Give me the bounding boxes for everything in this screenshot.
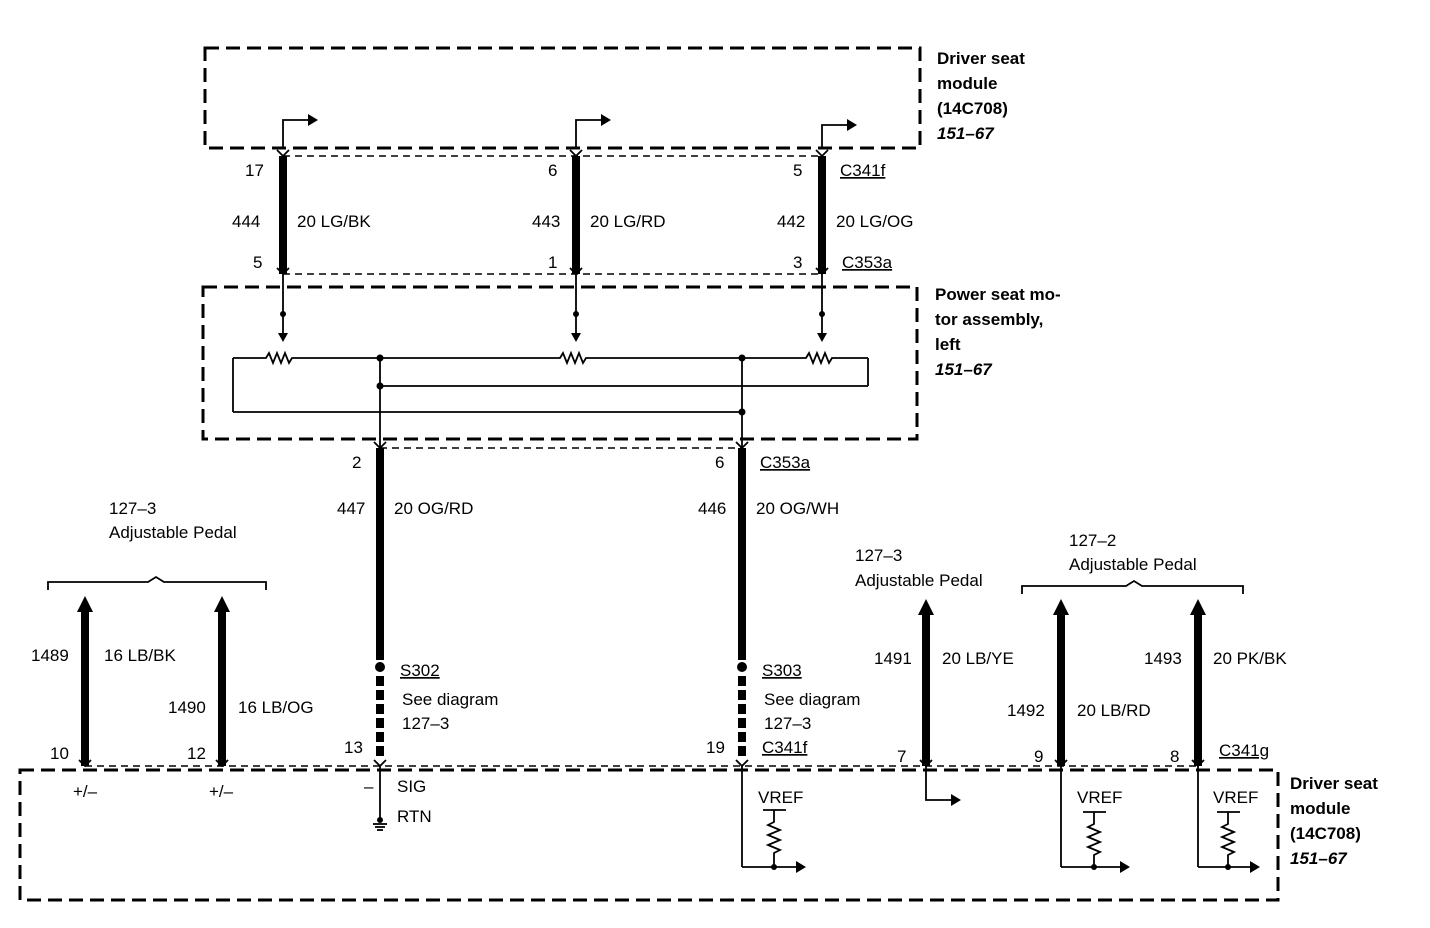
svg-text:1491: 1491 <box>874 649 912 668</box>
svg-text:151–67: 151–67 <box>935 360 993 379</box>
svg-text:See diagram: See diagram <box>764 690 860 709</box>
svg-text:447: 447 <box>337 499 365 518</box>
driver-seat-module-top-box <box>203 46 922 150</box>
svg-text:1489: 1489 <box>31 646 69 665</box>
svg-text:7: 7 <box>897 747 906 766</box>
wire-447: 2 447 20 OG/RD S302 See diagram 127–3 13 <box>337 441 498 831</box>
svg-text:1492: 1492 <box>1007 701 1045 720</box>
svg-text:20 LB/RD: 20 LB/RD <box>1077 701 1151 720</box>
svg-text:446: 446 <box>698 499 726 518</box>
svg-text:Driver seat: Driver seat <box>937 49 1025 68</box>
svg-text:(14C708): (14C708) <box>937 99 1008 118</box>
svg-text:20 LB/YE: 20 LB/YE <box>942 649 1014 668</box>
svg-text:13: 13 <box>344 738 363 757</box>
svg-text:left: left <box>935 335 961 354</box>
svg-text:C341f: C341f <box>840 161 886 180</box>
svg-text:151–67: 151–67 <box>937 124 995 143</box>
svg-text:20 PK/BK: 20 PK/BK <box>1213 649 1287 668</box>
svg-text:+/–: +/– <box>73 782 98 801</box>
wire-1489: 1489 16 LB/BK 10 +/– <box>31 596 176 801</box>
svg-text:6: 6 <box>715 453 724 472</box>
driver-seat-module-bottom-box <box>18 768 1280 902</box>
svg-text:12: 12 <box>187 744 206 763</box>
vref-network-1493: VREF <box>1197 766 1260 873</box>
svg-text:Adjustable Pedal: Adjustable Pedal <box>855 571 983 590</box>
svg-text:5: 5 <box>253 253 262 272</box>
driver-seat-module-top-label: Driver seat module (14C708) 151–67 <box>937 49 1025 143</box>
svg-text:C341f: C341f <box>762 738 808 757</box>
svg-text:1490: 1490 <box>168 698 206 717</box>
svg-text:20 OG/WH: 20 OG/WH <box>756 499 839 518</box>
wire-1492: 1492 20 LB/RD 9 <box>1007 599 1151 768</box>
svg-text:8: 8 <box>1170 747 1179 766</box>
connector-labels: C341f C353a C353a C341f C341g <box>760 161 1269 760</box>
svg-text:127–3: 127–3 <box>855 546 902 565</box>
svg-text:19: 19 <box>706 738 725 757</box>
vref-network-446: VREF <box>741 766 806 873</box>
svg-text:module: module <box>1290 799 1350 818</box>
svg-text:(14C708): (14C708) <box>1290 824 1361 843</box>
svg-text:Driver seat: Driver seat <box>1290 774 1378 793</box>
svg-text:–: – <box>364 777 374 796</box>
svg-text:2: 2 <box>352 453 361 472</box>
svg-text:1493: 1493 <box>1144 649 1182 668</box>
svg-text:See diagram: See diagram <box>402 690 498 709</box>
svg-text:SIG: SIG <box>397 777 426 796</box>
wire-442: 5 442 20 LG/OG 3 <box>777 119 913 342</box>
svg-text:S303: S303 <box>762 661 802 680</box>
svg-text:3: 3 <box>793 253 802 272</box>
svg-text:151–67: 151–67 <box>1290 849 1348 868</box>
svg-text:1: 1 <box>548 253 557 272</box>
svg-text:C353a: C353a <box>760 453 811 472</box>
svg-text:127–3: 127–3 <box>764 714 811 733</box>
svg-text:127–3: 127–3 <box>402 714 449 733</box>
svg-text:tor assembly,: tor assembly, <box>935 310 1043 329</box>
wire-443: 6 443 20 LG/RD 1 <box>532 114 666 342</box>
svg-text:20 LG/OG: 20 LG/OG <box>836 212 913 231</box>
svg-text:5: 5 <box>793 161 802 180</box>
pedal-group-right: 127–2 Adjustable Pedal <box>1021 531 1244 594</box>
svg-text:443: 443 <box>532 212 560 231</box>
pedal-group-middle: 127–3 Adjustable Pedal <box>855 546 983 590</box>
svg-text:20 OG/RD: 20 OG/RD <box>394 499 473 518</box>
svg-text:C341g: C341g <box>1219 741 1269 760</box>
svg-text:16 LB/BK: 16 LB/BK <box>104 646 176 665</box>
svg-text:442: 442 <box>777 212 805 231</box>
svg-text:20 LG/RD: 20 LG/RD <box>590 212 666 231</box>
svg-text:6: 6 <box>548 161 557 180</box>
wire-1493: 1493 20 PK/BK 8 <box>1144 599 1287 768</box>
wire-1491: 1491 20 LB/YE 7 <box>874 599 1014 806</box>
wire-444: 17 444 20 LG/BK 5 <box>232 114 371 342</box>
svg-text:Power seat mo-: Power seat mo- <box>935 285 1061 304</box>
svg-text:444: 444 <box>232 212 260 231</box>
svg-text:VREF: VREF <box>1077 788 1122 807</box>
svg-text:VREF: VREF <box>758 788 803 807</box>
svg-text:+/–: +/– <box>209 782 234 801</box>
svg-text:module: module <box>937 74 997 93</box>
svg-text:16 LB/OG: 16 LB/OG <box>238 698 314 717</box>
svg-text:Adjustable Pedal: Adjustable Pedal <box>1069 555 1197 574</box>
motor-potentiometers <box>232 350 869 448</box>
vref-network-1492: VREF <box>1060 766 1130 873</box>
wire-446: 6 446 20 OG/WH S303 See diagram 127–3 19 <box>698 441 860 768</box>
wire-1490: 1490 16 LB/OG 12 +/– <box>168 596 314 801</box>
svg-text:20 LG/BK: 20 LG/BK <box>297 212 371 231</box>
pedal-group-left: 127–3 Adjustable Pedal <box>47 499 267 590</box>
svg-text:Adjustable Pedal: Adjustable Pedal <box>109 523 237 542</box>
svg-text:VREF: VREF <box>1213 788 1258 807</box>
sig-rtn-labels: – SIG RTN <box>364 777 432 826</box>
power-seat-motor-label: Power seat mo- tor assembly, left 151–67 <box>935 285 1061 379</box>
svg-text:127–2: 127–2 <box>1069 531 1116 550</box>
svg-text:9: 9 <box>1034 747 1043 766</box>
svg-text:RTN: RTN <box>397 807 432 826</box>
svg-text:127–3: 127–3 <box>109 499 156 518</box>
svg-text:10: 10 <box>50 744 69 763</box>
driver-seat-module-bottom-label: Driver seat module (14C708) 151–67 <box>1290 774 1378 868</box>
svg-text:S302: S302 <box>400 661 440 680</box>
power-seat-motor-box <box>201 285 919 441</box>
svg-text:C353a: C353a <box>842 253 893 272</box>
svg-text:17: 17 <box>245 161 264 180</box>
